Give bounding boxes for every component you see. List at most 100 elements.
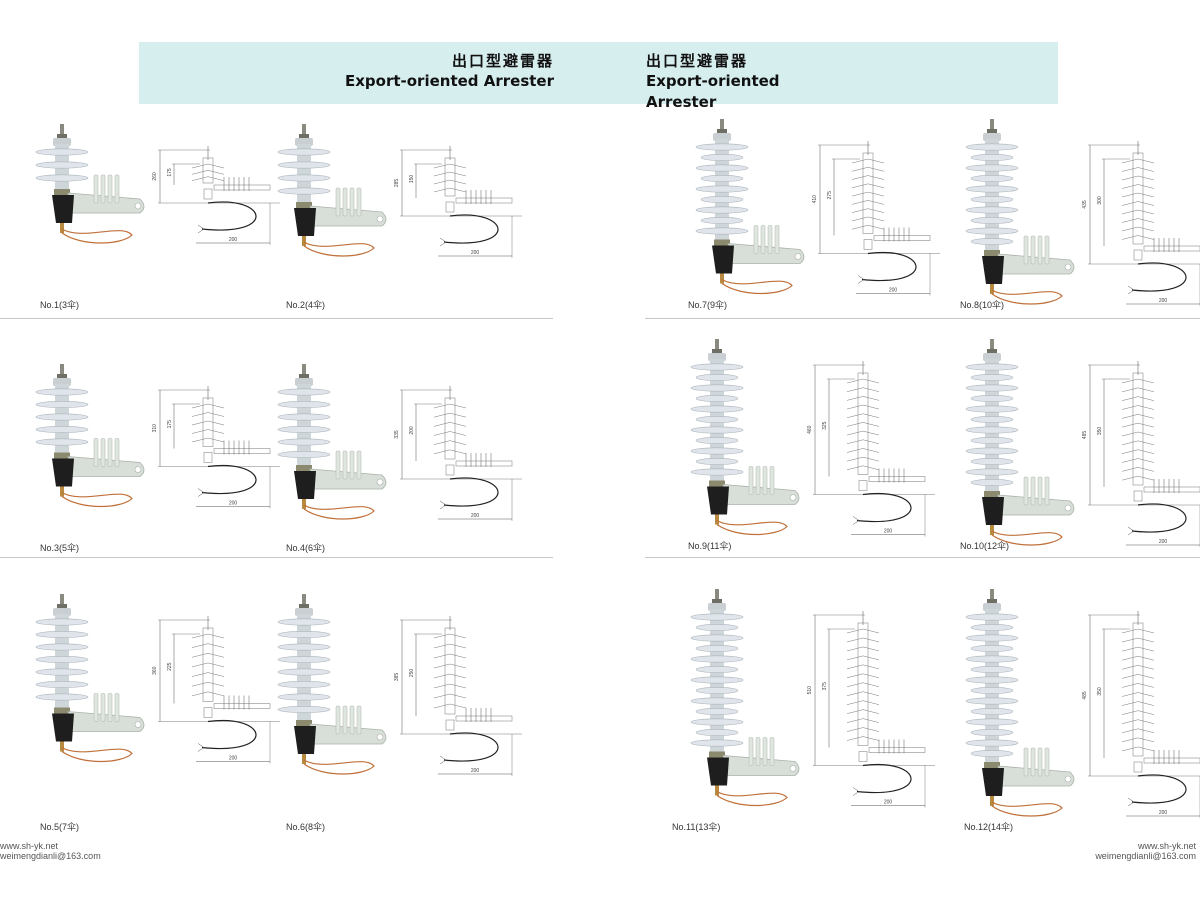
drawing-wire — [201, 201, 257, 231]
bracket-hole — [789, 494, 797, 501]
dim-label-body: 300 — [1097, 196, 1103, 205]
drawing-body — [1132, 152, 1144, 245]
drawing-bracket — [1143, 757, 1200, 764]
mounting-bracket — [67, 711, 145, 732]
drawing-bracket — [868, 476, 926, 482]
drawing-shed — [191, 403, 225, 409]
shed — [970, 437, 1014, 445]
shed — [695, 416, 739, 424]
drawing-shed — [846, 655, 880, 661]
drawing-shed — [1121, 737, 1155, 743]
terminal-stud — [60, 594, 64, 608]
dim-label-overall: 360 — [152, 666, 158, 675]
drawing-shed — [1121, 167, 1155, 172]
drawing-shed — [433, 187, 467, 193]
bracket-fin — [100, 174, 106, 204]
insulating-base — [982, 768, 1004, 796]
drawing-wire — [861, 251, 917, 282]
bracket-fin — [107, 174, 113, 204]
drawing-shed — [851, 208, 885, 213]
bracket-fin — [107, 693, 113, 722]
footer-left: www.sh-yk.net weimengdianli@163.com — [0, 841, 101, 861]
copper-wire — [61, 746, 133, 762]
shed — [35, 400, 89, 408]
shed — [695, 623, 739, 631]
bracket-fin — [767, 225, 773, 254]
arrester-photo — [277, 124, 387, 257]
mounting-bracket — [727, 243, 805, 264]
drawing-base — [203, 707, 213, 718]
drawing-wire — [1131, 262, 1187, 292]
shed — [965, 676, 1019, 684]
shed — [35, 161, 89, 169]
shed — [970, 644, 1014, 652]
bracket-fin — [349, 705, 355, 735]
drawing-body — [444, 627, 456, 715]
shed — [970, 373, 1014, 381]
shed — [970, 623, 1014, 631]
metal-collar — [296, 720, 312, 728]
drawing-shed — [846, 691, 880, 696]
shed — [965, 185, 1019, 193]
product-label: No.10(12伞) — [960, 541, 1010, 551]
drawing-shed — [191, 633, 225, 639]
drawing-lug — [197, 488, 205, 497]
bracket-fin — [349, 450, 355, 480]
drawing-shed — [846, 700, 880, 705]
drawing-bracket — [213, 448, 271, 454]
product-label: No.11(13伞) — [672, 822, 721, 832]
drawing-lug — [857, 275, 865, 284]
drawing-shed — [1121, 728, 1155, 734]
shed — [965, 655, 1019, 663]
shed — [690, 468, 744, 476]
drawing-shed — [433, 171, 467, 177]
footer-right-site: www.sh-yk.net — [1137, 841, 1196, 851]
dim-label-overall: 285 — [394, 179, 400, 188]
drawing-shed — [433, 163, 467, 169]
metal-collar — [984, 762, 1000, 770]
drawing-shed — [1121, 674, 1155, 679]
bracket-fin — [769, 466, 775, 495]
dim-label-body: 250 — [409, 669, 415, 678]
drawing-shed — [846, 396, 880, 401]
arrester-photo — [695, 119, 805, 294]
drawing-shed — [191, 662, 225, 668]
shed — [277, 656, 331, 664]
drawing-wire — [856, 492, 912, 523]
drawing-shed — [846, 456, 880, 462]
drawing-shed — [846, 646, 880, 652]
drawing-shed — [846, 628, 880, 634]
drawing-base — [445, 464, 455, 476]
dim-label-body: 375 — [822, 682, 828, 691]
row-divider-left-2 — [0, 557, 553, 558]
shed — [35, 630, 89, 638]
dim-label-body: 350 — [1097, 427, 1103, 436]
insulating-base — [982, 256, 1004, 284]
terminal-nut — [987, 599, 997, 604]
shed — [277, 618, 331, 626]
drawing-shed — [433, 693, 467, 699]
shed — [970, 174, 1014, 182]
product-label: No.4(6伞) — [286, 543, 326, 553]
header-title-right-cn: 出口型避雷器 — [646, 52, 749, 70]
copper-wire — [303, 504, 375, 520]
drawing-base — [203, 452, 213, 463]
mounting-bracket — [997, 494, 1075, 516]
bracket-fin — [1044, 476, 1050, 506]
dim-label-base: 200 — [1159, 810, 1168, 816]
dim-label-base: 200 — [471, 250, 480, 256]
drawing-shed — [846, 378, 880, 384]
bracket-fin — [755, 466, 761, 495]
shed — [700, 196, 744, 204]
shed — [695, 687, 739, 695]
metal-collar — [54, 452, 70, 461]
